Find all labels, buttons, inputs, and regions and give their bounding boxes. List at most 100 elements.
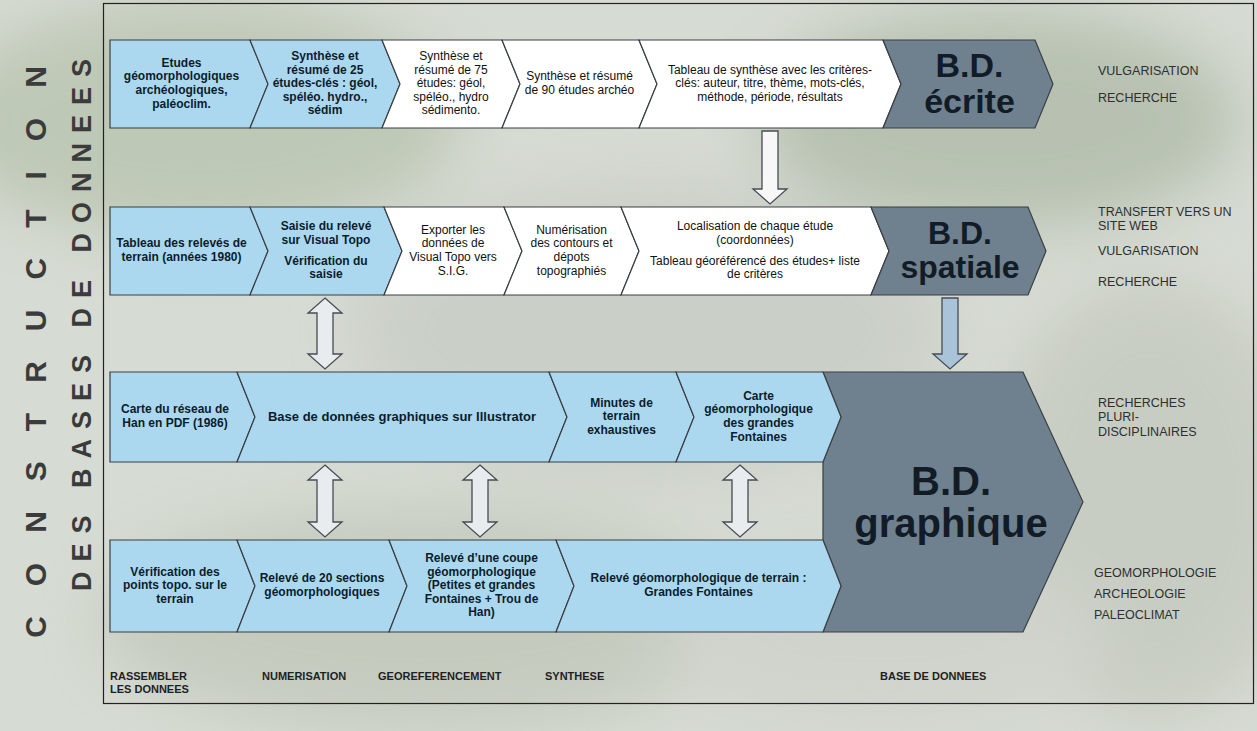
chevron-fill <box>504 207 639 295</box>
node-content: Relevé géomorphologique de terrain : Gra… <box>556 540 841 632</box>
step-text: Synthèse et résumé de 25 études-clés : g… <box>271 50 379 118</box>
database-chevron: B.D. graphique <box>823 372 1083 632</box>
step-text: Minutes de terrain exhaustives <box>570 397 673 438</box>
chevron-fill <box>382 40 520 128</box>
chevron-fill <box>556 540 841 632</box>
database-chevron: B.D. écrite <box>883 40 1053 128</box>
process-chevron: Tableau de synthèse avec les critères-cl… <box>639 40 901 128</box>
step-text: Relevé d’une coupe géomorphologique (Pet… <box>410 552 553 620</box>
node-content: Minutes de terrain exhaustives <box>549 372 694 462</box>
use-label: TRANSFERT VERS UN SITE WEB <box>1098 205 1248 234</box>
chevron-fill <box>621 207 889 295</box>
block-arrow <box>308 298 342 369</box>
node-text-group: Minutes de terrain exhaustives <box>570 397 673 438</box>
chevron-fill <box>237 372 567 462</box>
process-chevron: Relevé géomorphologique de terrain : Gra… <box>556 540 841 632</box>
node-content: Exporter les données de Visual Topo vers… <box>384 207 522 295</box>
node-text-group: Base de données graphiques sur Illustrat… <box>258 410 546 425</box>
step-text: Etudes géomorphologiques archéologiques,… <box>116 57 247 111</box>
database-title: B.D. graphique <box>847 460 1055 544</box>
chevron-fill <box>237 540 407 632</box>
use-label: VULGARISATION <box>1098 244 1248 258</box>
frame-border <box>104 4 1254 704</box>
chevron-fill <box>823 372 1083 632</box>
process-chevron: Relevé de 20 sections géomorphologiques <box>237 540 407 632</box>
node-content: Tableau de synthèse avec les critères-cl… <box>639 40 901 128</box>
node-text-group: Carte du réseau de Han en PDF (1986) <box>116 403 234 430</box>
node-content: Carte géomorphologique des grandes Fonta… <box>676 372 841 462</box>
step-text: Saisie du relevé sur Visual Topo <box>271 220 381 247</box>
use-label: ARCHEOLOGIE <box>1094 587 1249 601</box>
node-content: Numérisation des contours et dépots topo… <box>504 207 639 295</box>
node-text-group: Synthèse et résumé de 75 études: géol, s… <box>403 50 499 118</box>
stage-label: GEOREFERENCEMENT <box>378 670 518 683</box>
node-content: Synthèse et résumé de 90 études archéo <box>502 40 657 128</box>
process-chevron: Relevé d’une coupe géomorphologique (Pet… <box>389 540 574 632</box>
node-content: Relevé d’une coupe géomorphologique (Pet… <box>389 540 574 632</box>
database-title: B.D. écrite <box>904 48 1035 119</box>
step-text: Vérification des points topo. sur le ter… <box>116 566 234 607</box>
node-text-group: Exporter les données de Visual Topo vers… <box>405 224 501 278</box>
node-text-group: B.D. graphique <box>847 460 1055 544</box>
node-content: Synthèse et résumé de 75 études: géol, s… <box>382 40 520 128</box>
axis-title: CONSTRUCTION <box>16 32 56 672</box>
node-content: Etudes géomorphologiques archéologiques,… <box>110 40 268 128</box>
stage-label: BASE DE DONNEES <box>880 670 1020 683</box>
axis-title: DES BASES DE DONNEES <box>62 45 102 605</box>
step-text: Tableau de synthèse avec les critères-cl… <box>660 64 880 105</box>
node-content: Saisie du relevé sur Visual TopoVérifica… <box>250 207 402 295</box>
node-text-group: Relevé géomorphologique de terrain : Gra… <box>577 572 820 599</box>
block-arrow <box>723 465 757 537</box>
step-text: Carte du réseau de Han en PDF (1986) <box>116 403 234 430</box>
node-text-group: Tableau des relevés de terrain (années 1… <box>116 237 247 264</box>
node-content: Base de données graphiques sur Illustrat… <box>237 372 567 462</box>
chevron-fill <box>110 540 255 632</box>
node-text-group: Saisie du relevé sur Visual TopoVérifica… <box>271 220 381 281</box>
node-text-group: B.D. spatiale <box>892 217 1028 284</box>
process-chevron: Carte géomorphologique des grandes Fonta… <box>676 372 841 462</box>
process-chevron: Etudes géomorphologiques archéologiques,… <box>110 40 268 128</box>
chevron-fill <box>389 540 574 632</box>
chevron-fill <box>250 207 402 295</box>
chevron-fill <box>639 40 901 128</box>
step-text: Numérisation des contours et dépots topo… <box>525 224 618 278</box>
step-text: Synthèse et résumé de 75 études: géol, s… <box>403 50 499 118</box>
node-content: Vérification des points topo. sur le ter… <box>110 540 255 632</box>
node-content: B.D. graphique <box>823 372 1083 632</box>
process-chevron: Minutes de terrain exhaustives <box>549 372 694 462</box>
process-chevron: Carte du réseau de Han en PDF (1986) <box>110 372 255 462</box>
process-chevron: Localisation de chaque étude (coordonnée… <box>621 207 889 295</box>
step-text: Relevé géomorphologique de terrain : Gra… <box>577 572 820 599</box>
node-text-group: Relevé d’une coupe géomorphologique (Pet… <box>410 552 553 620</box>
step-text: Synthèse et résumé de 90 études archéo <box>523 70 636 97</box>
chevron-fill <box>676 372 841 462</box>
node-content: B.D. écrite <box>883 40 1053 128</box>
process-chevron: Exporter les données de Visual Topo vers… <box>384 207 522 295</box>
process-chevron: Tableau des relevés de terrain (années 1… <box>110 207 268 295</box>
node-text-group: Etudes géomorphologiques archéologiques,… <box>116 57 247 111</box>
step-text: Localisation de chaque étude (coordonnée… <box>642 220 868 247</box>
step-text: Tableau géoréférencé des études+ liste d… <box>642 255 868 282</box>
node-content: Carte du réseau de Han en PDF (1986) <box>110 372 255 462</box>
process-chevron: Base de données graphiques sur Illustrat… <box>237 372 567 462</box>
database-title: B.D. spatiale <box>892 217 1028 284</box>
stage-label: SYNTHESE <box>545 670 645 683</box>
use-label: RECHERCHE <box>1098 275 1248 289</box>
node-text-group: Tableau de synthèse avec les critères-cl… <box>660 64 880 105</box>
process-chevron: Numérisation des contours et dépots topo… <box>504 207 639 295</box>
node-text-group: Vérification des points topo. sur le ter… <box>116 566 234 607</box>
node-text-group: Carte géomorphologique des grandes Fonta… <box>697 390 820 444</box>
step-text: Exporter les données de Visual Topo vers… <box>405 224 501 278</box>
node-content: B.D. spatiale <box>871 207 1046 295</box>
block-arrow <box>933 298 967 369</box>
stage-label: RASSEMBLER LES DONNEES <box>110 670 210 695</box>
chevron-fill <box>110 40 268 128</box>
use-label: VULGARISATION <box>1098 64 1248 78</box>
node-text-group: Numérisation des contours et dépots topo… <box>525 224 618 278</box>
step-text: Base de données graphiques sur Illustrat… <box>258 410 546 425</box>
step-text: Carte géomorphologique des grandes Fonta… <box>697 390 820 444</box>
process-chevron: Saisie du relevé sur Visual TopoVérifica… <box>250 207 402 295</box>
node-text-group: Relevé de 20 sections géomorphologiques <box>258 572 386 599</box>
chevron-fill <box>549 372 694 462</box>
